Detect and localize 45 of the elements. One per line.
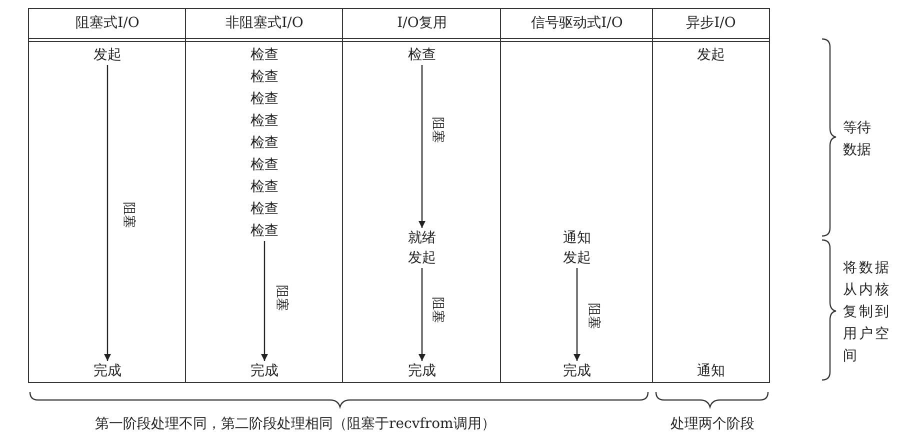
edge-label: 阻塞 [120, 202, 136, 228]
arrow [418, 268, 426, 361]
step-text: 检查 [250, 134, 278, 152]
step-text: 发起 [563, 249, 591, 267]
step-text: 检查 [250, 156, 278, 174]
step-text: 就绪 [408, 229, 436, 247]
model-column [28, 8, 187, 383]
column-heading: I/O复用 [397, 15, 447, 31]
edge-label: 阻塞 [273, 285, 289, 311]
step-text: 发起 [94, 46, 122, 64]
summary-note: 处理两个阶段 [670, 415, 756, 434]
step-text: 发起 [697, 46, 725, 64]
phase-label: 等待数据 [843, 119, 872, 160]
column-heading: 阻塞式I/O [76, 15, 140, 31]
arrow [104, 65, 111, 361]
edge-label: 阻塞 [585, 303, 601, 329]
step-text: 完成 [408, 362, 436, 380]
arrow [418, 65, 426, 228]
step-text: 检查 [250, 68, 278, 86]
model-column [500, 8, 654, 383]
model-column [185, 8, 344, 383]
column-heading: 非阻塞式I/O [226, 15, 304, 31]
step-text: 发起 [408, 249, 436, 267]
step-text: 完成 [250, 362, 278, 380]
model-column [342, 8, 502, 383]
summary-note: 第一阶段处理不同，第二阶段处理相同（阻塞于recvfrom调用） [95, 415, 496, 434]
edge-label: 阻塞 [429, 117, 445, 143]
edge-label: 阻塞 [429, 297, 445, 323]
step-text: 检查 [250, 112, 278, 130]
step-text: 检查 [408, 46, 436, 64]
arrow [261, 241, 268, 361]
step-text: 完成 [563, 362, 591, 380]
step-text: 检查 [250, 200, 278, 218]
step-text: 检查 [250, 222, 278, 240]
model-column [652, 8, 770, 383]
step-text: 通知 [563, 229, 591, 247]
step-text: 完成 [94, 362, 122, 380]
step-text: 检查 [250, 90, 278, 108]
phase-label: 将数据从内核复制到用户空间 [843, 259, 892, 366]
step-text: 检查 [250, 178, 278, 196]
step-text: 通知 [697, 362, 725, 380]
column-heading: 异步I/O [686, 15, 736, 31]
step-text: 检查 [250, 46, 278, 64]
column-heading: 信号驱动式I/O [531, 15, 623, 31]
arrow [574, 268, 580, 361]
